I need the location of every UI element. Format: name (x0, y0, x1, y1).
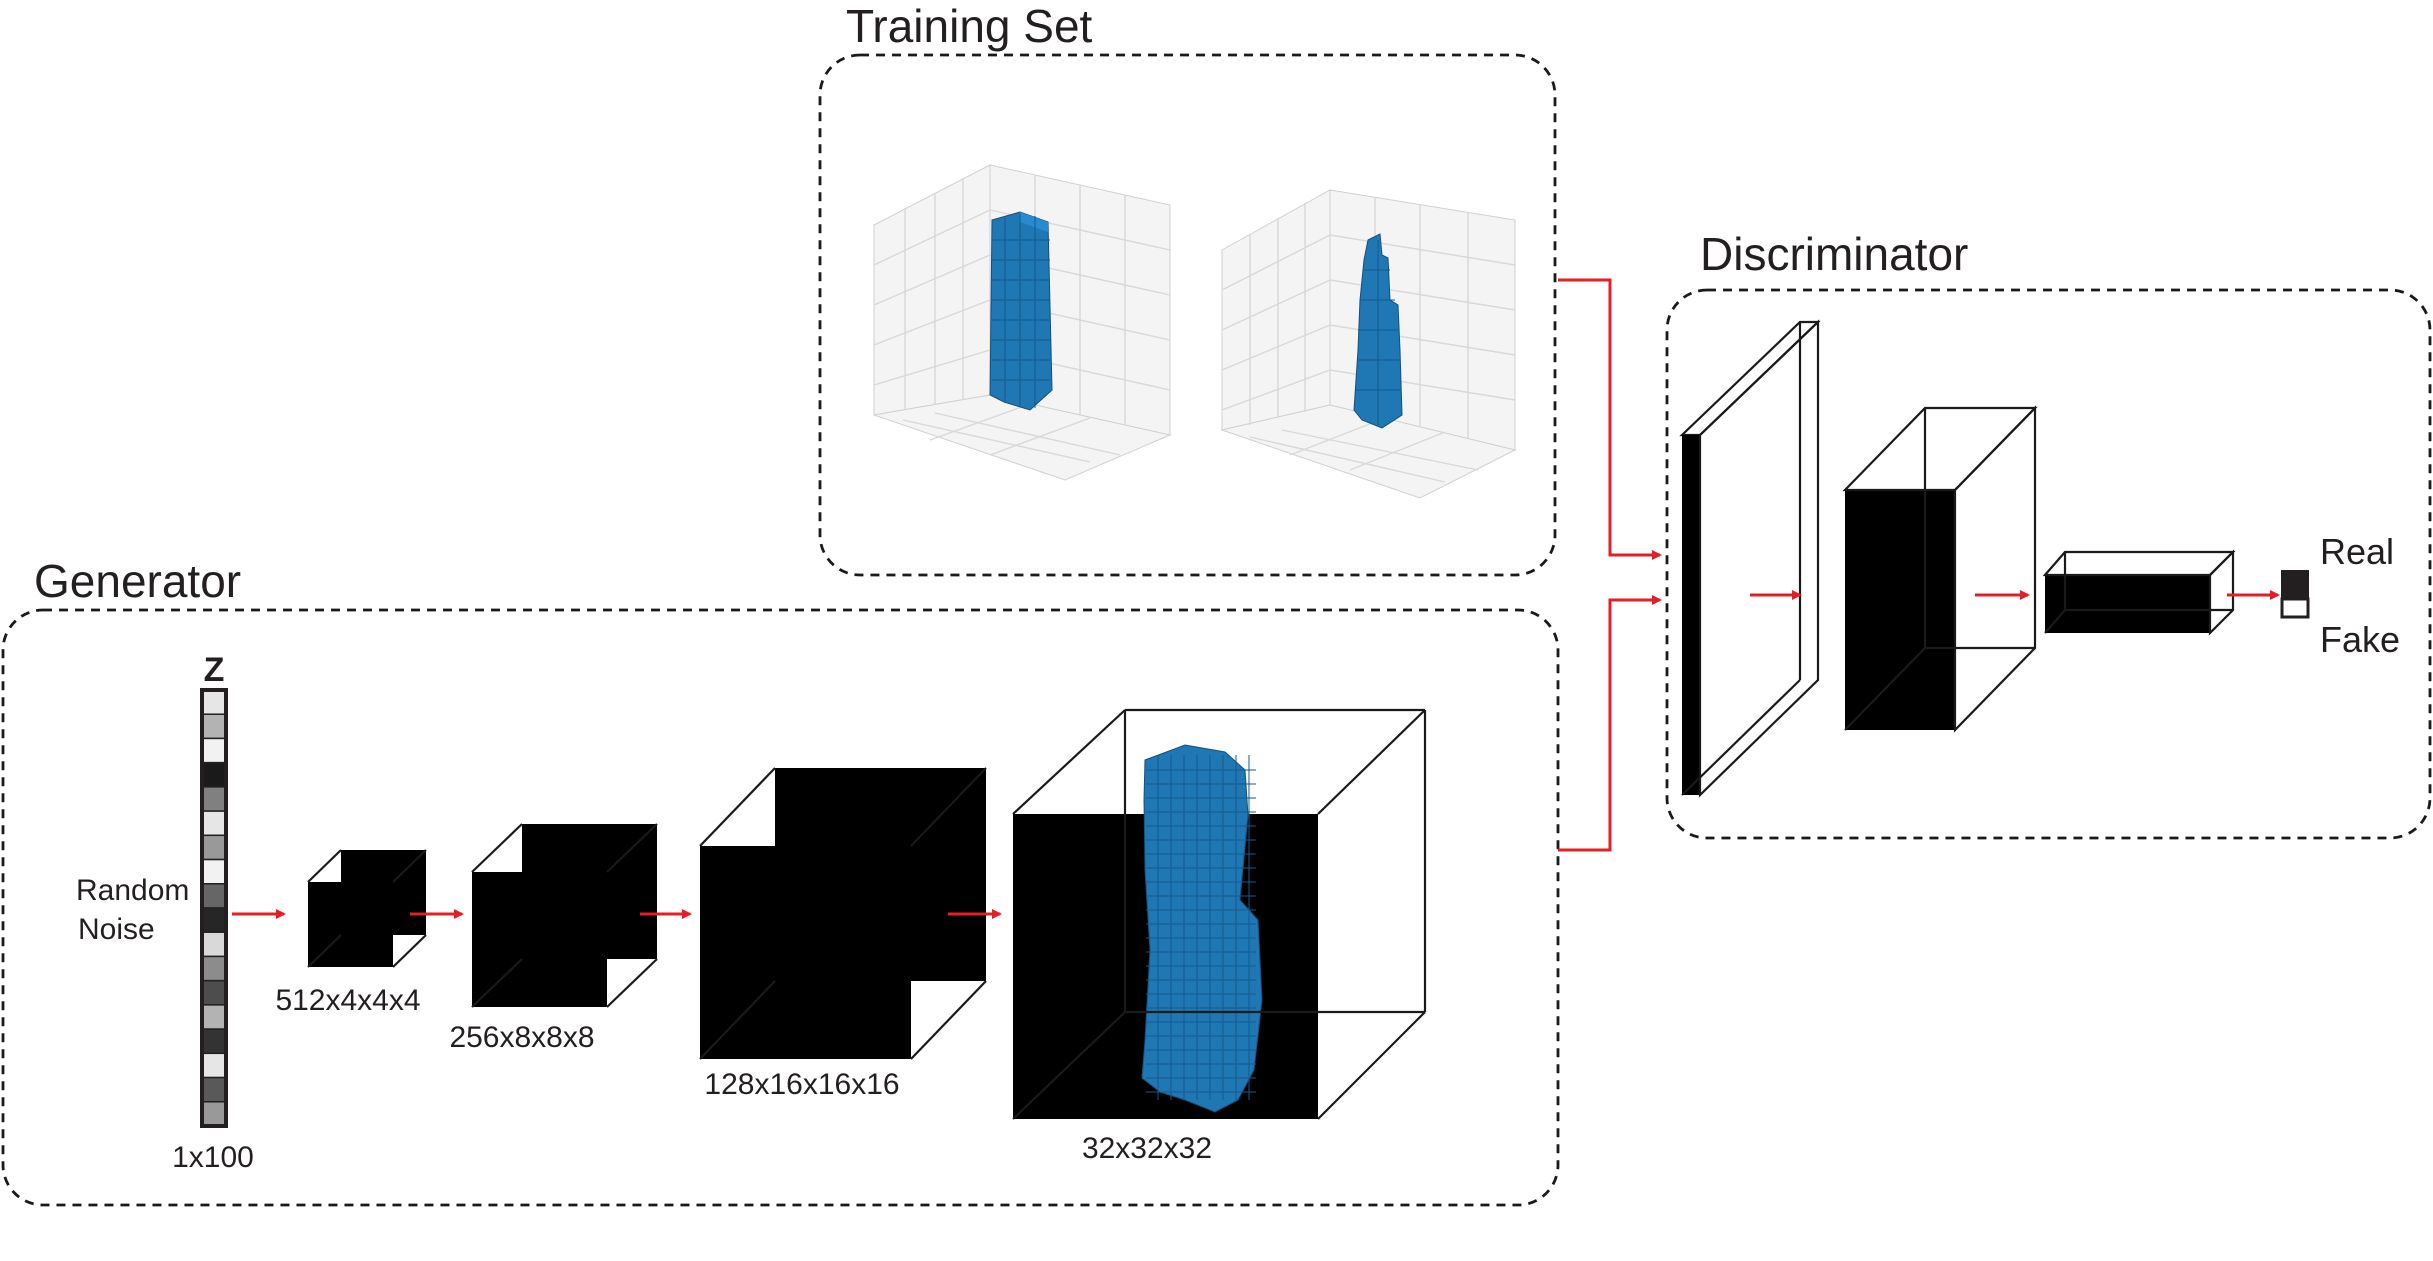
generator-panel: Generator Z Random Noise 1x100 512x4x4x4… (1, 555, 1560, 1207)
z-cell (201, 810, 227, 837)
z-cell (201, 979, 227, 1006)
z-cell (201, 931, 227, 958)
z-cell (201, 883, 227, 909)
fake-label: Fake (2320, 619, 2400, 660)
training-set-title: Training Set (846, 0, 1093, 52)
generator-output-cube (1012, 708, 1427, 1120)
z-size-label: 1x100 (172, 1141, 254, 1174)
z-cell (201, 1101, 227, 1127)
z-cell (201, 786, 227, 812)
z-cell (201, 1028, 227, 1055)
arrow-training-to-discriminator (1558, 278, 1662, 560)
discriminator-border (1665, 288, 2432, 840)
generator-layer-1-cube (307, 849, 427, 968)
z-cell (201, 858, 227, 885)
random-noise-label-line2: Noise (78, 913, 155, 946)
z-vector-border (200, 688, 228, 1128)
training-sample-plot-1 (873, 164, 1172, 481)
z-cell (201, 955, 227, 982)
z-cell (201, 761, 227, 788)
z-cell (201, 737, 227, 764)
generator-title: Generator (34, 555, 241, 607)
generator-output-label: 32x32x32 (1082, 1132, 1212, 1165)
z-cell (201, 907, 227, 933)
discriminator-layer-1-slab (1679, 319, 1821, 798)
z-label: Z (204, 651, 225, 689)
real-output-cell (2281, 570, 2309, 600)
training-set-panel: Training Set (818, 0, 1557, 577)
generated-voxel-object (1141, 744, 1263, 1113)
discriminator-layer-2-box (1842, 405, 2038, 733)
generator-layer-3-label: 128x16x16x16 (704, 1068, 899, 1101)
fake-output-cell (2280, 597, 2310, 619)
real-label: Real (2320, 531, 2394, 572)
arrow-generator-to-discriminator (1558, 595, 1662, 852)
training-set-border (818, 53, 1557, 577)
training-sample-plot-2 (1220, 189, 1517, 499)
generator-layer-2-cube (471, 823, 658, 1008)
generator-layer-1-label: 512x4x4x4 (275, 984, 420, 1017)
discriminator-layer-3-box (2042, 549, 2236, 636)
generator-border (1, 608, 1560, 1207)
z-cell (201, 1076, 227, 1103)
random-noise-label-line1: Random (76, 874, 189, 907)
generator-layer-3-cube (699, 767, 987, 1060)
discriminator-panel: Discriminator (1665, 228, 2432, 840)
z-cell (201, 713, 227, 740)
generator-layer-2-label: 256x8x8x8 (449, 1021, 594, 1054)
real-fake-output (2280, 570, 2310, 619)
z-cell (201, 1004, 227, 1030)
z-cell (201, 1052, 227, 1079)
z-noise-vector (200, 688, 228, 1128)
z-cell (201, 689, 227, 715)
discriminator-title: Discriminator (1700, 228, 1968, 280)
z-cell (201, 834, 227, 861)
